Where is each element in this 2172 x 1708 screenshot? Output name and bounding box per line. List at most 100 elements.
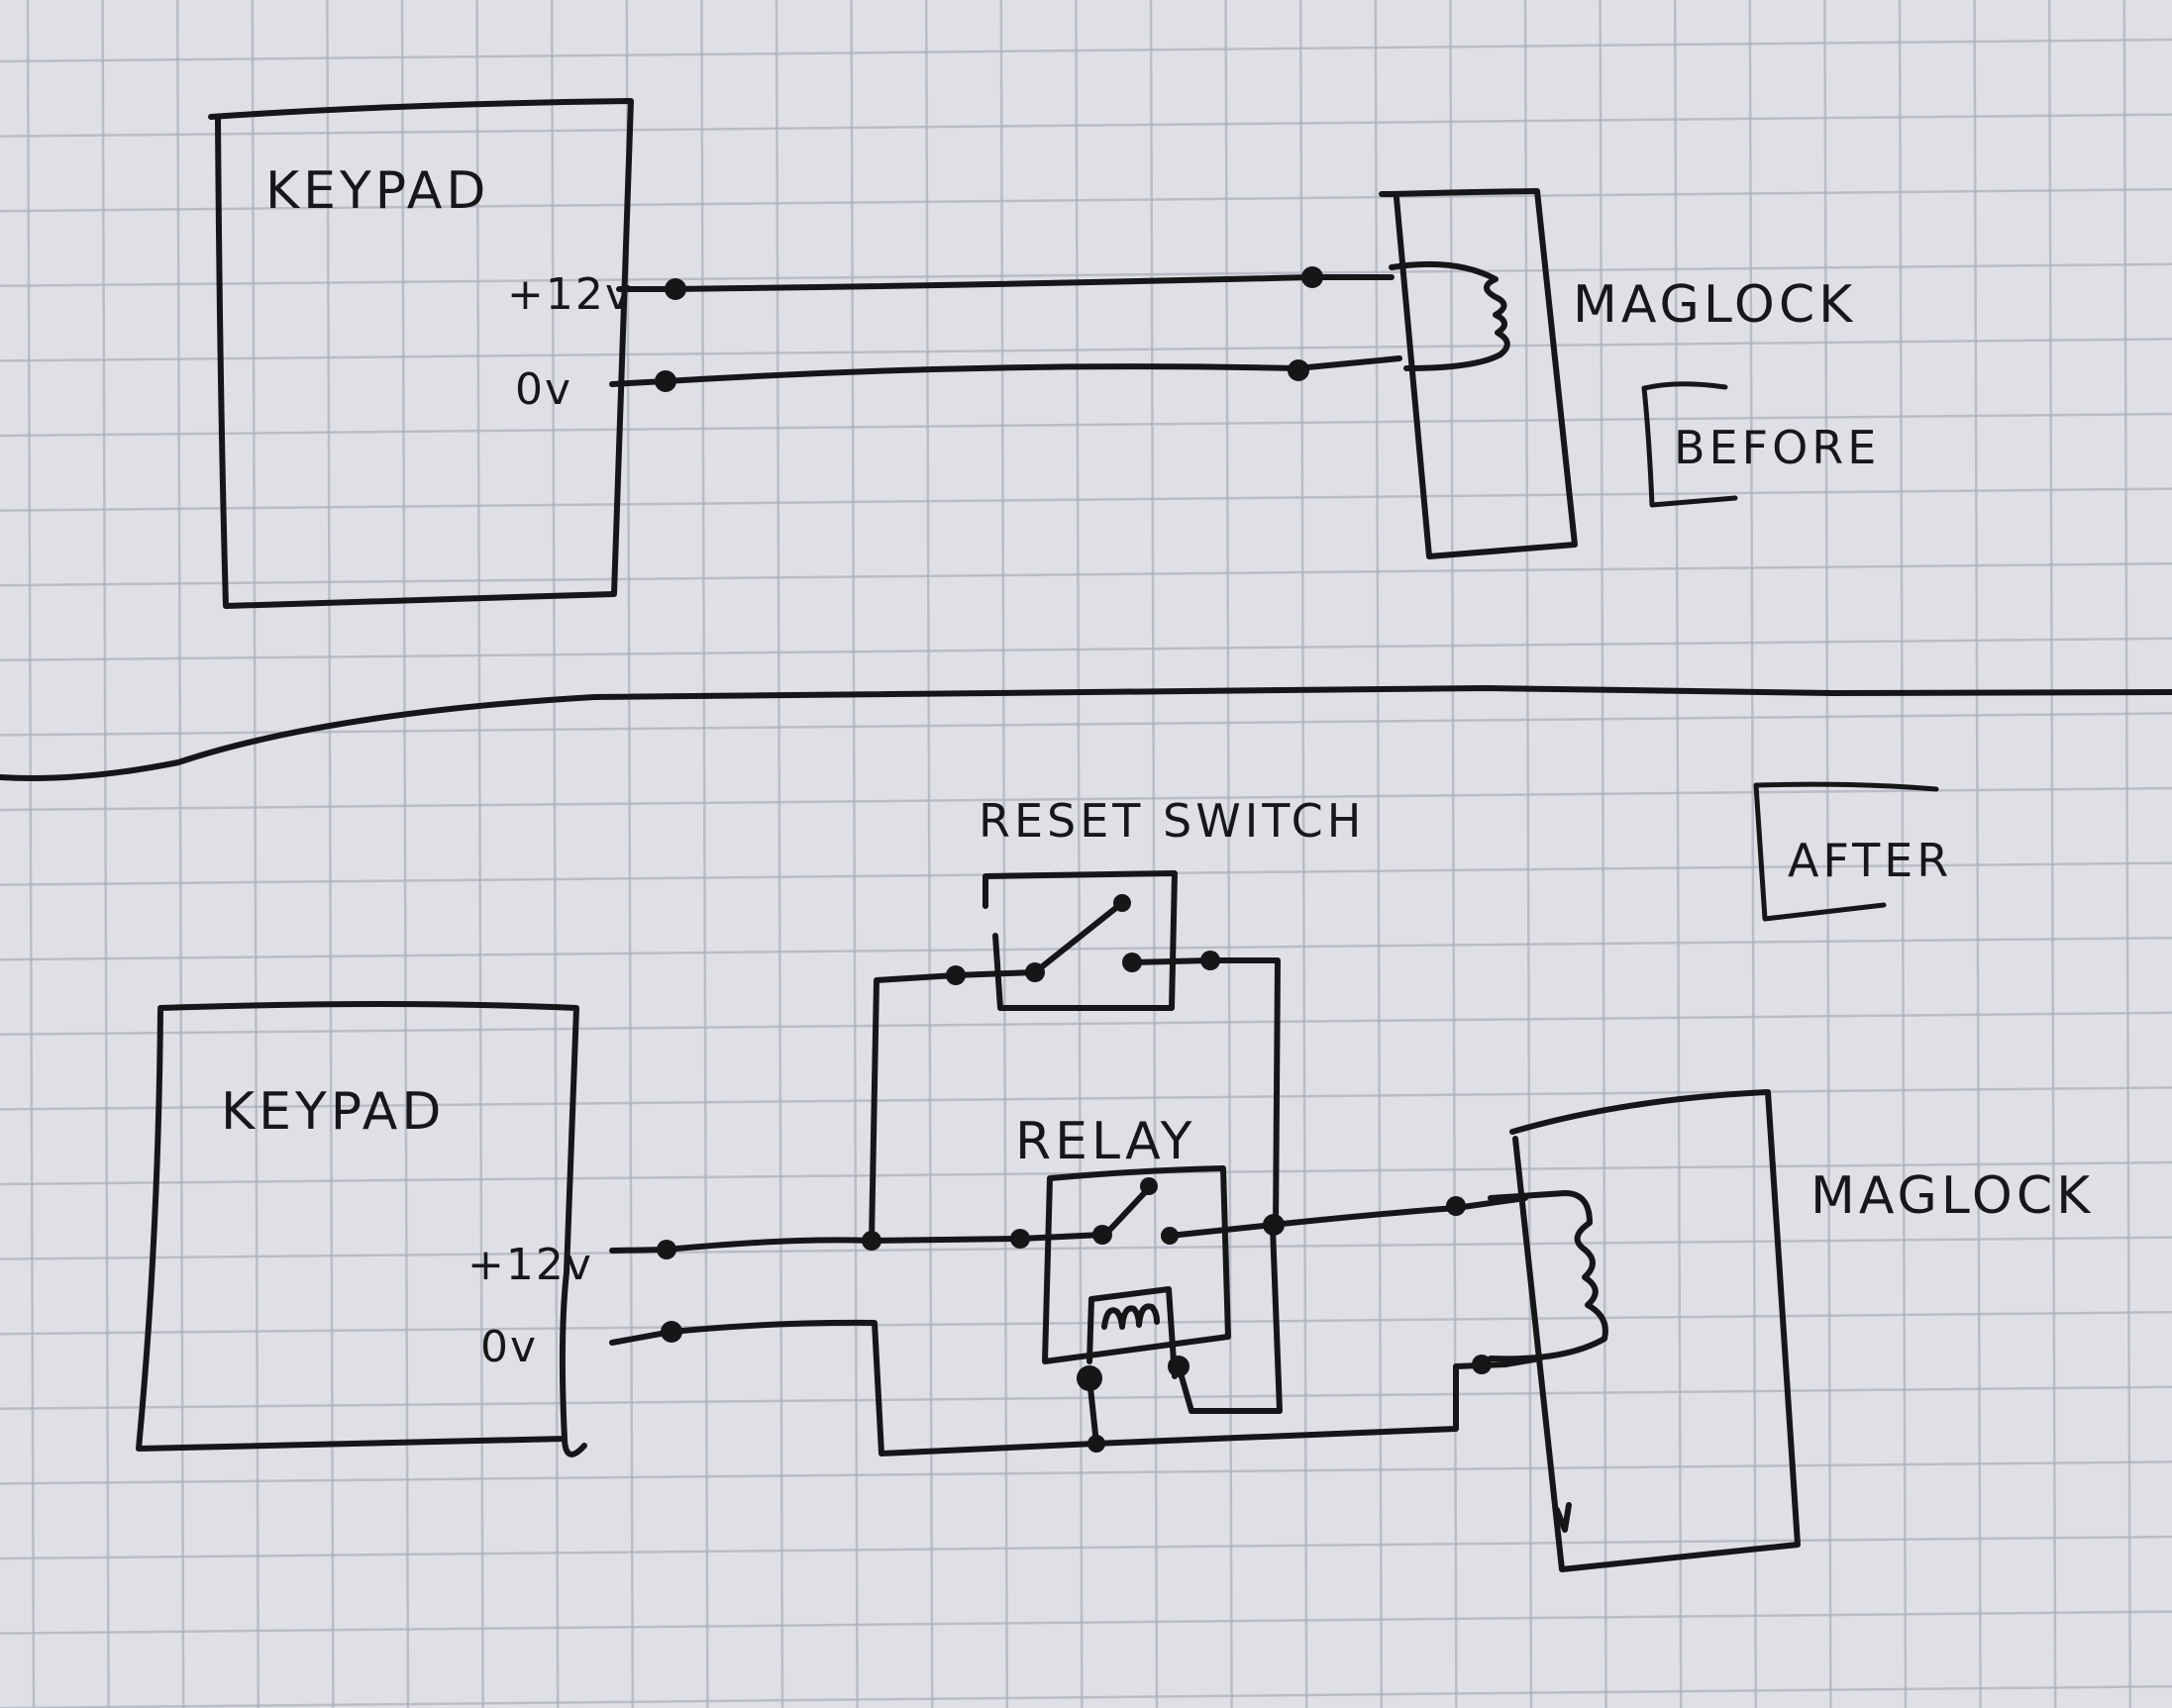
after-junction-12v-keypad (657, 1240, 676, 1259)
after-keypad-box-tail (562, 1436, 587, 1457)
grid-line-vertical (1823, 0, 1832, 1708)
after-reset-switch: RESET SWITCH (979, 794, 1365, 1011)
grid-line-horizontal (0, 1236, 2172, 1260)
grid-line-horizontal (0, 412, 2172, 438)
grid-line-vertical (1973, 0, 1982, 1708)
after-wire-0v-main (609, 1319, 1543, 1457)
after-section: AFTER KEYPAD +12v 0v RESET SWITCH RELAY (136, 781, 2090, 1572)
after-wire-coil-tap (1086, 1375, 1099, 1447)
grid-line-vertical (1523, 0, 1533, 1708)
after-wire-switch-out (1129, 957, 1281, 1231)
grid-line-vertical (251, 0, 260, 1708)
after-junction-maglock-bottom (1472, 1355, 1492, 1374)
before-keypad-box (208, 98, 634, 609)
section-divider (0, 685, 2172, 781)
before-section-label: BEFORE (1674, 421, 1880, 474)
grid-line-vertical (326, 0, 335, 1708)
grid-line-horizontal (0, 1086, 2172, 1111)
before-keypad-label: KEYPAD (265, 161, 489, 221)
grid-line-horizontal (0, 786, 2172, 812)
before-junction-12v-maglock (1301, 266, 1323, 288)
reset-switch-contact-icon (1032, 900, 1125, 975)
grid-line-horizontal (0, 338, 2172, 362)
grid-line-vertical (175, 0, 185, 1708)
grid-line-horizontal (0, 187, 2172, 213)
grid-line-vertical (999, 0, 1009, 1708)
relay-label: RELAY (1015, 1112, 1195, 1171)
after-section-tag: AFTER (1753, 781, 1952, 922)
after-maglock-coil-icon (1488, 1190, 1608, 1362)
after-junction-relay-in (1010, 1229, 1030, 1249)
grid-line-horizontal (0, 1460, 2172, 1485)
grid-line-vertical (2122, 0, 2132, 1708)
before-keypad: KEYPAD +12v 0v (208, 98, 634, 609)
before-wire-0v (609, 355, 1402, 387)
grid-line-vertical (1149, 0, 1159, 1708)
grid-line-horizontal (0, 712, 2172, 737)
before-maglock: MAGLOCK (1379, 188, 1856, 559)
grid-line-vertical (700, 0, 709, 1708)
grid-line-horizontal (0, 637, 2172, 662)
after-maglock-arrow-icon (1554, 1502, 1572, 1533)
after-section-label: AFTER (1788, 834, 1952, 887)
after-junction-0v-tap (1087, 1435, 1105, 1453)
before-junction-0v-maglock (1288, 359, 1309, 381)
before-terminal-12v-label: +12v (507, 269, 633, 320)
after-keypad-box (136, 1001, 579, 1452)
after-tag-bracket (1753, 781, 1939, 922)
grid-line-vertical (775, 0, 784, 1708)
after-terminal-0v-label: 0v (480, 1322, 538, 1372)
relay-box (1042, 1165, 1231, 1364)
grid-line-horizontal (0, 113, 2172, 138)
reset-switch-blade-tip (1113, 894, 1131, 912)
grid-line-horizontal (0, 1385, 2172, 1411)
grid-line-vertical (1748, 0, 1758, 1708)
relay-coil-icon (1086, 1286, 1178, 1379)
grid-line-vertical (475, 0, 484, 1708)
before-maglock-box (1379, 188, 1578, 559)
grid-line-vertical (2047, 0, 2057, 1708)
grid-line-vertical (1898, 0, 1908, 1708)
before-section: KEYPAD +12v 0v MAGLOCK BEFORE (208, 98, 1880, 609)
after-junction-0v-keypad (661, 1321, 682, 1343)
after-wire-relay-feedback (1176, 1225, 1283, 1414)
before-junction-12v-keypad (665, 278, 686, 300)
reset-switch-label: RESET SWITCH (979, 794, 1365, 848)
grid-line-vertical (550, 0, 560, 1708)
after-keypad: KEYPAD +12v 0v (136, 1001, 593, 1457)
after-junction-12v-branch (862, 1231, 881, 1251)
after-maglock: MAGLOCK (1488, 1089, 2090, 1572)
grid-line-vertical (850, 0, 859, 1708)
grid-line-vertical (26, 0, 36, 1708)
before-section-tag: BEFORE (1641, 381, 1880, 508)
grid-line-horizontal (0, 1610, 2172, 1635)
after-keypad-label: KEYPAD (221, 1082, 445, 1142)
after-wire-switch-loop (869, 969, 1038, 1244)
grid-line-horizontal (0, 1684, 2172, 1708)
before-junction-0v-keypad (655, 370, 676, 392)
before-tag-bracket (1641, 381, 1738, 508)
grid-line-horizontal (0, 487, 2172, 512)
relay-switch-blade-tip (1140, 1177, 1158, 1195)
after-junction-relay-out (1263, 1214, 1285, 1236)
grid-line-vertical (1075, 0, 1084, 1708)
after-junction-switch-in (946, 965, 966, 985)
grid-line-vertical (1599, 0, 1607, 1708)
grid-line-vertical (1673, 0, 1683, 1708)
before-wire-12v (616, 274, 1395, 292)
grid-line-vertical (625, 0, 635, 1708)
before-maglock-coil-icon (1389, 260, 1510, 371)
after-junction-switch-out (1200, 951, 1220, 970)
reset-switch-box (983, 870, 1178, 1011)
grid-line-vertical (1449, 0, 1458, 1708)
after-maglock-box (1509, 1089, 1801, 1572)
after-wire-relay-out (1167, 1195, 1528, 1239)
grid-line-horizontal (0, 262, 2172, 288)
grid-line-vertical (101, 0, 110, 1708)
grid-line-horizontal (0, 1310, 2172, 1336)
grid-line-vertical (1374, 0, 1384, 1708)
before-maglock-label: MAGLOCK (1573, 275, 1856, 335)
after-terminal-12v-label: +12v (467, 1240, 593, 1290)
before-terminal-0v-label: 0v (515, 364, 572, 415)
